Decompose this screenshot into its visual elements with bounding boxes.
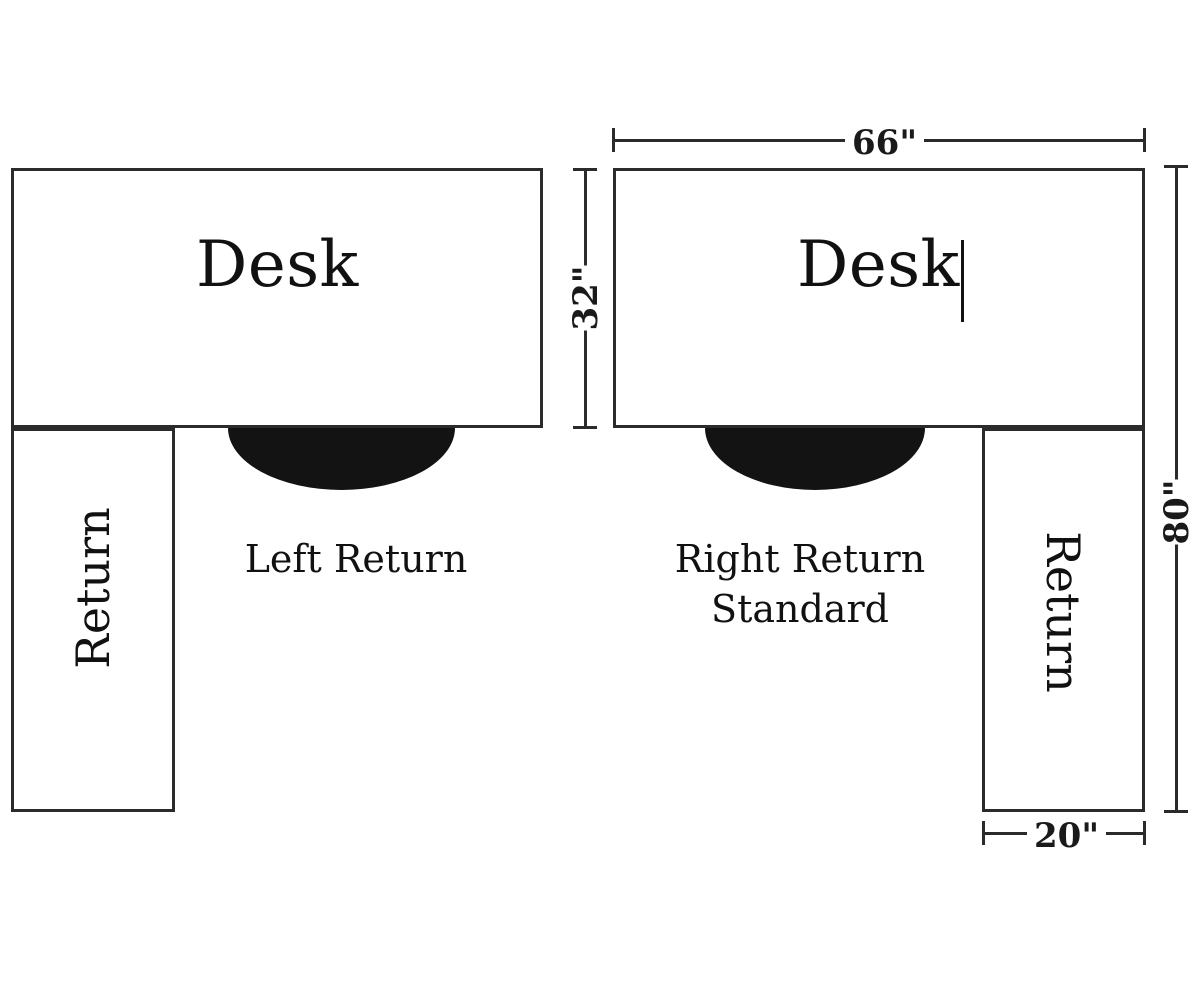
right-desk-surface[interactable] [613, 168, 1145, 428]
right-configuration-caption-line1: Right Return [674, 537, 926, 581]
right-chair-icon [705, 428, 925, 490]
right-return-surface[interactable] [982, 428, 1145, 812]
dimension-tick-right-66 [1143, 128, 1146, 152]
left-desk-surface[interactable] [11, 168, 543, 428]
dimension-label-width-66: 66" [845, 123, 925, 163]
right-desk-label[interactable]: Desk [797, 228, 960, 302]
left-return-surface[interactable] [11, 428, 175, 812]
dimension-tick-top-80 [1164, 165, 1188, 168]
dimension-tick-right-20 [1143, 821, 1146, 845]
text-cursor-caret [961, 240, 964, 322]
dimension-label-return-20: 20" [1027, 816, 1107, 856]
right-configuration-caption-line2: Standard [711, 587, 889, 631]
left-desk-label: Desk [196, 228, 359, 302]
right-return-label: Return [1036, 531, 1091, 693]
dimension-tick-left-20 [982, 821, 985, 845]
dimension-label-depth-32: 32" [559, 265, 613, 331]
dimension-tick-top-32 [573, 168, 597, 171]
left-configuration-caption: Left Return [244, 537, 468, 581]
dimension-label-overall-80: 80" [1150, 479, 1200, 545]
left-return-label: Return [65, 507, 120, 669]
dimension-tick-bottom-80 [1164, 810, 1188, 813]
dimension-tick-bottom-32 [573, 426, 597, 429]
dimension-tick-left-66 [612, 128, 615, 152]
left-chair-icon [228, 428, 455, 490]
